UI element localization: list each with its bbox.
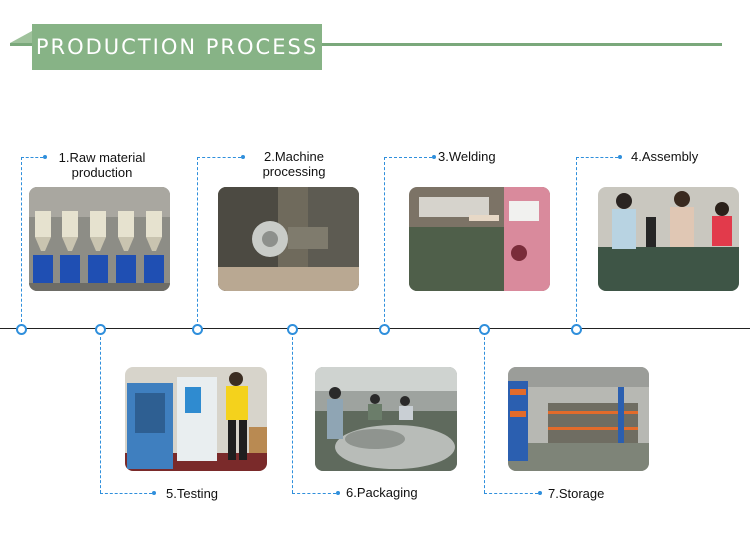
connector-6-h — [292, 493, 336, 494]
timeline-node-6 — [287, 324, 298, 335]
testing-photo — [125, 367, 267, 471]
header-tab-decoration — [10, 31, 32, 43]
assembly-photo — [598, 187, 739, 291]
connector-4-dot — [618, 155, 622, 159]
connector-7-h — [484, 493, 538, 494]
step-2-label: 2.Machine processing — [246, 149, 342, 179]
raw-material-photo — [29, 187, 170, 291]
step-5-label: 5.Testing — [166, 486, 219, 501]
connector-7-dot — [538, 491, 542, 495]
connector-3 — [384, 157, 385, 327]
timeline-node-3 — [379, 324, 390, 335]
connector-2 — [197, 157, 198, 327]
timeline-node-1 — [16, 324, 27, 335]
connector-6 — [292, 332, 293, 493]
header-rule — [10, 43, 722, 46]
step-1-label: 1.Raw material production — [47, 150, 157, 180]
step-4-label: 4.Assembly — [631, 149, 699, 164]
step-3-label: 3.Welding — [438, 149, 496, 164]
packaging-photo — [315, 367, 457, 471]
timeline-node-5 — [95, 324, 106, 335]
connector-3-h — [384, 157, 432, 158]
connector-5-h — [100, 493, 152, 494]
connector-1-dot — [43, 155, 47, 159]
connector-5 — [100, 332, 101, 493]
connector-6-dot — [336, 491, 340, 495]
step-7-label: 7.Storage — [548, 486, 605, 501]
welding-photo — [409, 187, 550, 291]
connector-7 — [484, 332, 485, 493]
step-6-label: 6.Packaging — [346, 485, 418, 500]
step-2-label-line2: processing — [262, 164, 326, 179]
connector-1 — [21, 157, 22, 327]
page-title: PRODUCTION PROCESS — [32, 24, 322, 70]
timeline-node-2 — [192, 324, 203, 335]
timeline-node-7 — [479, 324, 490, 335]
timeline-node-4 — [571, 324, 582, 335]
machine-processing-photo — [218, 187, 359, 291]
connector-4-h — [576, 157, 618, 158]
step-1-label-line2: production — [71, 165, 133, 180]
connector-2-dot — [241, 155, 245, 159]
connector-5-dot — [152, 491, 156, 495]
step-2-label-line1: 2.Machine — [264, 149, 324, 164]
connector-3-dot — [432, 155, 436, 159]
storage-photo — [508, 367, 649, 471]
connector-1-h — [21, 157, 43, 158]
connector-4 — [576, 157, 577, 327]
step-1-label-line1: 1.Raw material — [58, 150, 146, 165]
connector-2-h — [197, 157, 241, 158]
timeline-axis — [0, 328, 750, 329]
